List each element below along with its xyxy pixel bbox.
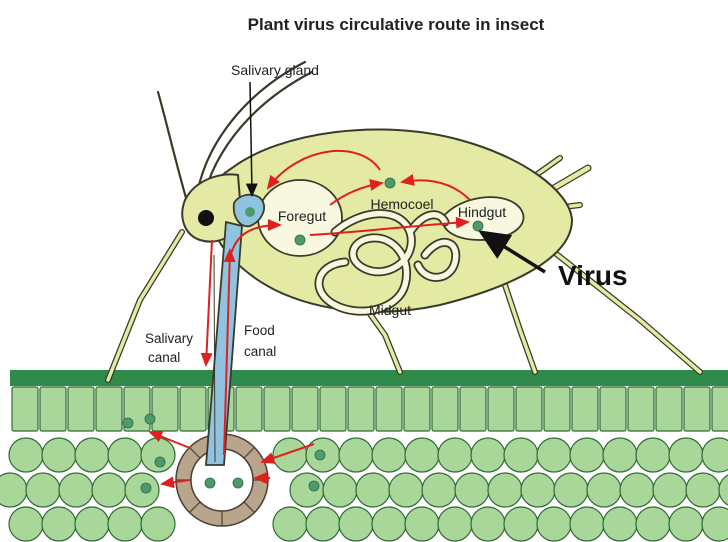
virus-particle [245,207,255,217]
epidermal-cell [320,387,346,431]
mesophyll-cell [405,507,439,541]
mesophyll-cell [521,473,555,507]
label-hindgut: Hindgut [458,204,506,220]
mesophyll-cell [570,438,604,472]
mesophyll-cell [603,438,637,472]
epidermal-cell [404,387,430,431]
mesophyll-cell [537,438,571,472]
epidermal-cell [684,387,710,431]
mesophyll-cell [59,473,93,507]
mesophyll-cell [537,507,571,541]
mesophyll-cell [471,507,505,541]
mesophyll-cell [141,507,175,541]
mesophyll-cell [636,438,670,472]
epidermal-cell [628,387,654,431]
epidermal-cell [516,387,542,431]
epidermal-cell [600,387,626,431]
mesophyll-cell [42,438,76,472]
label-hemocoel: Hemocoel [370,196,433,212]
label-foregut: Foregut [278,208,326,224]
mesophyll-cell [570,507,604,541]
mesophyll-cell [669,507,703,541]
mesophyll-cell [108,507,142,541]
mesophyll-cell [438,438,472,472]
leaf-tissue [0,370,728,541]
mesophyll-cell [488,473,522,507]
mesophyll-cell [389,473,423,507]
mesophyll-cell [108,438,142,472]
epidermal-cell [264,387,290,431]
mesophyll-cell [620,473,654,507]
mesophyll-cell [438,507,472,541]
epidermal-cell-row [12,387,728,431]
epidermal-cell [712,387,728,431]
mesophyll-cell [339,507,373,541]
mesophyll-cell [92,473,126,507]
epidermal-cell [96,387,122,431]
mesophyll-cell [587,473,621,507]
mesophyll-cell [306,507,340,541]
epidermal-cell [152,387,178,431]
compound-eye [198,210,214,226]
label-salivary-canal-line2: canal [148,350,180,365]
mesophyll-cell [504,507,538,541]
label-food-canal-line2: canal [244,344,276,359]
mesophyll-cell [422,473,456,507]
mesophyll-cell [372,507,406,541]
epidermal-cell [376,387,402,431]
mesophyll-cell [273,507,307,541]
mesophyll-cell [372,438,406,472]
mesophyll-cell [405,438,439,472]
label-midgut: Midgut [369,302,411,318]
mesophyll-cell [603,507,637,541]
mesophyll-cell [686,473,720,507]
mesophyll-cell [719,473,728,507]
epidermal-cell [348,387,374,431]
mesophyll-cell [554,473,588,507]
mesophyll-cell [339,438,373,472]
epidermal-cell [292,387,318,431]
epidermal-cell [40,387,66,431]
epidermal-cell [432,387,458,431]
epidermal-cell [180,387,206,431]
epidermal-cell [656,387,682,431]
label-salivary-gland: Salivary gland [231,62,319,78]
mesophyll-cell [0,473,27,507]
epidermal-cell [544,387,570,431]
epidermal-cell [488,387,514,431]
epidermal-cell [12,387,38,431]
mesophyll-cell [75,507,109,541]
mesophyll-cell [42,507,76,541]
label-food-canal-line1: Food [244,323,275,338]
mesophyll-cell [471,438,505,472]
mesophyll-cell-layer [0,438,728,541]
mesophyll-cell [26,473,60,507]
mesophyll-cell [9,438,43,472]
mesophyll-cell [636,507,670,541]
label-salivary-canal-line1: Salivary [145,331,193,346]
mesophyll-cell [75,438,109,472]
epidermal-cell [68,387,94,431]
mesophyll-cell [702,507,728,541]
mesophyll-cell [9,507,43,541]
epidermal-cell [572,387,598,431]
mesophyll-cell [653,473,687,507]
mesophyll-cell [273,438,307,472]
mesophyll-cell [455,473,489,507]
mesophyll-cell [669,438,703,472]
mesophyll-cell [504,438,538,472]
mesophyll-cell [356,473,390,507]
leaf-epidermis-surface [10,370,728,386]
epidermal-cell [236,387,262,431]
epidermal-cell [460,387,486,431]
label-virus: Virus [558,260,628,291]
diagram-title: Plant virus circulative route in insect [248,15,545,34]
mesophyll-cell [323,473,357,507]
mesophyll-cell [702,438,728,472]
mesophyll-cell [290,473,324,507]
